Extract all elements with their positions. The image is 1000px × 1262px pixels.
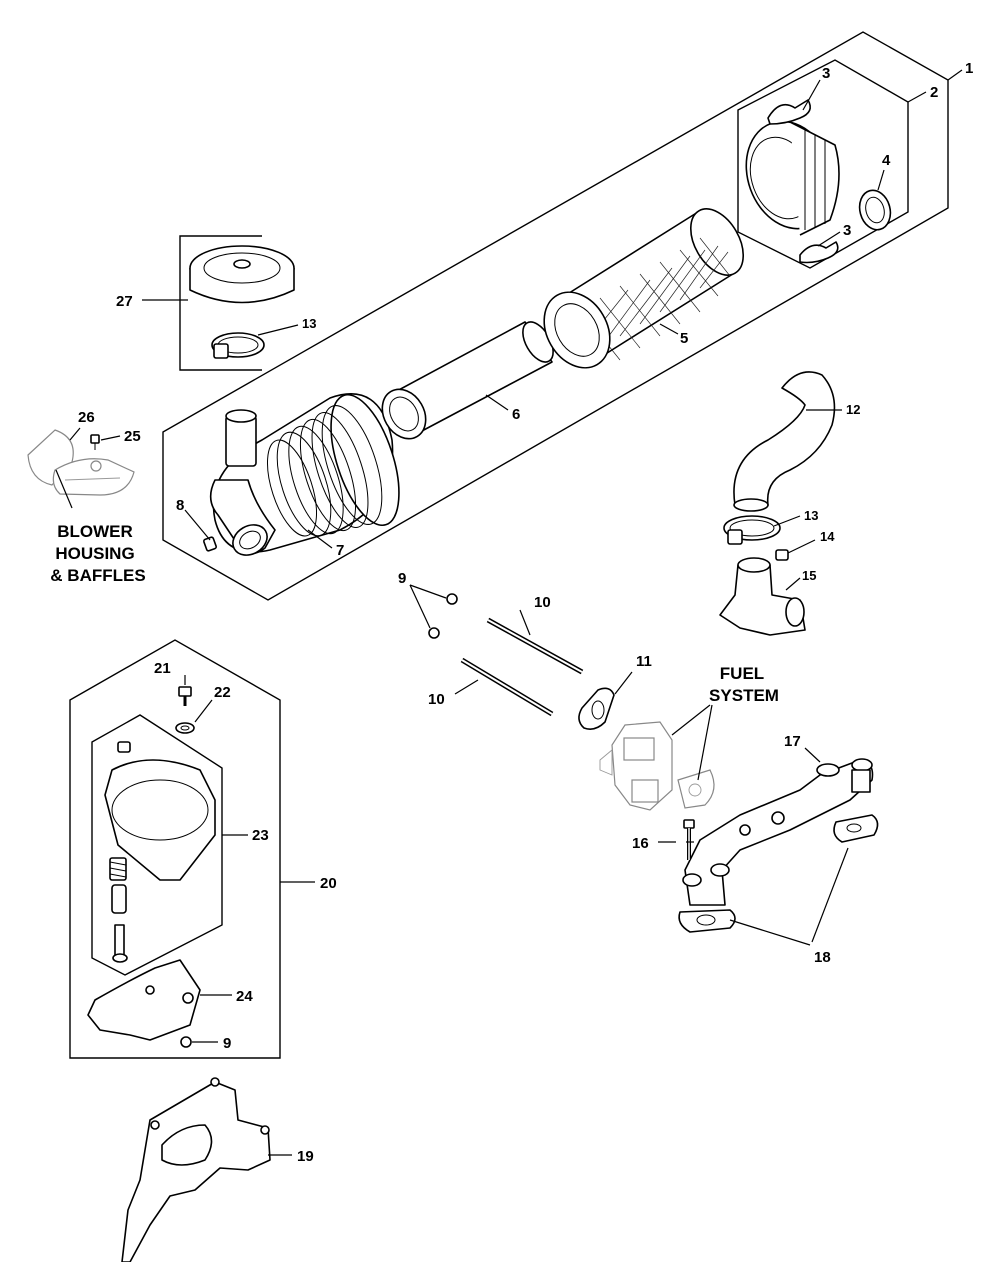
callout-12: 12 — [846, 402, 860, 417]
air-cleaner-assembly-group — [162, 31, 949, 601]
intake-manifold — [682, 758, 874, 906]
bracket-part-24 — [87, 959, 201, 1041]
shield-assembly-outline — [91, 714, 223, 976]
hose-clamp-lower — [723, 515, 781, 545]
callout-13-lower: 13 — [804, 508, 818, 523]
air-filter-element — [543, 208, 745, 369]
callout-numbers: 1 2 3 3 4 5 6 7 8 9 9 10 10 11 12 13 13 … — [78, 60, 973, 1165]
callout-24: 24 — [236, 988, 253, 1005]
retaining-clip-lower — [799, 241, 839, 264]
manifold-gasket-left — [678, 909, 736, 933]
washer-part-22 — [175, 722, 195, 734]
manifold-gasket-right — [833, 814, 879, 843]
callout-20: 20 — [320, 875, 337, 892]
bracket-assembly-outline — [69, 639, 281, 1059]
adapter-elbow — [719, 557, 806, 636]
shield-part-23 — [104, 741, 216, 881]
callout-25: 25 — [124, 428, 141, 445]
stud-upper — [486, 617, 584, 675]
callout-7: 7 — [336, 542, 344, 559]
callout-14: 14 — [820, 529, 835, 544]
callout-27: 27 — [116, 293, 133, 310]
spring-and-spacer — [109, 857, 128, 963]
fuel-system-label: FUEL SYSTEM — [709, 664, 779, 705]
callout-1: 1 — [965, 60, 973, 77]
carburetor-ghost — [599, 721, 715, 811]
air-cleaner-assembly-outline — [162, 31, 949, 601]
callout-18: 18 — [814, 949, 831, 966]
fuel-label-line-2: SYSTEM — [709, 686, 779, 705]
air-cleaner-housing — [209, 393, 400, 556]
callout-23: 23 — [252, 827, 269, 844]
callout-2: 2 — [930, 84, 938, 101]
retaining-clip-upper — [767, 99, 811, 125]
stud-lower — [460, 657, 554, 717]
callout-26: 26 — [78, 409, 95, 426]
callout-10-lower: 10 — [428, 691, 445, 708]
blower-housing-label: BLOWER HOUSING & BAFFLES — [50, 522, 145, 585]
hose-clamp-upper — [211, 332, 265, 359]
callout-3-lower: 3 — [843, 222, 851, 239]
callout-3-upper: 3 — [822, 65, 830, 82]
blower-label-line-1: BLOWER — [57, 522, 133, 541]
mounting-bolt-16 — [683, 819, 695, 860]
callout-22: 22 — [214, 684, 231, 701]
blower-housing-ghost — [27, 429, 135, 496]
callout-11: 11 — [636, 653, 652, 670]
callout-19: 19 — [297, 1148, 314, 1165]
intake-hose — [733, 371, 836, 512]
callout-8: 8 — [176, 497, 184, 514]
gasket-part-11 — [578, 687, 615, 730]
nut-lower — [428, 627, 440, 639]
callout-9-upper: 9 — [398, 570, 406, 587]
callout-9-lower: 9 — [223, 1035, 231, 1052]
callout-6: 6 — [512, 406, 520, 423]
blower-label-line-2: HOUSING — [55, 544, 134, 563]
precleaner-group — [179, 235, 295, 371]
baffle-part-19 — [121, 1077, 271, 1262]
fitting-part-14 — [775, 549, 789, 561]
callout-16: 16 — [632, 835, 649, 852]
callout-4: 4 — [882, 152, 891, 169]
blower-label-line-3: & BAFFLES — [50, 566, 145, 585]
valve-part-4 — [858, 189, 892, 231]
callout-15: 15 — [802, 568, 816, 583]
leader-lines — [55, 69, 963, 1156]
cover-assembly-outline — [737, 59, 909, 269]
inner-element — [381, 321, 554, 440]
callout-21: 21 — [154, 660, 171, 677]
precleaner-cap — [189, 245, 295, 304]
callout-10-upper: 10 — [534, 594, 551, 611]
nut-part-9-lower — [180, 1036, 192, 1048]
fuel-label-line-1: FUEL — [720, 664, 764, 683]
screw-part-21 — [178, 686, 192, 706]
callout-5: 5 — [680, 330, 688, 347]
mounting-bracket-group — [69, 639, 281, 1059]
air-cleaner-cover — [745, 120, 840, 236]
callout-13-upper: 13 — [302, 316, 316, 331]
nut-upper — [446, 593, 458, 605]
fitting-part-8 — [203, 536, 217, 552]
callout-17: 17 — [784, 733, 801, 750]
